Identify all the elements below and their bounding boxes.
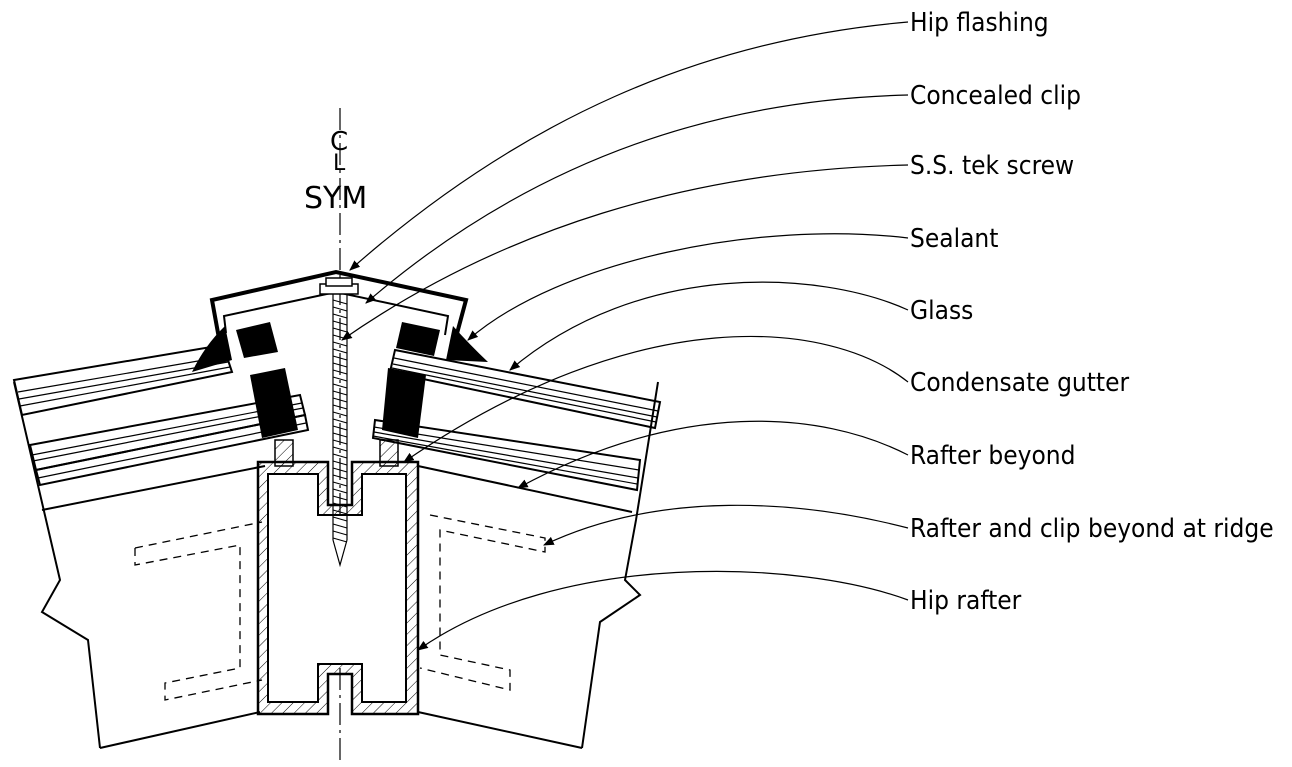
screw-thread: [332, 474, 348, 480]
label-concealed-clip: Concealed clip: [910, 81, 1081, 111]
screw-thread: [332, 495, 348, 501]
leader-hip-flashing: [349, 21, 909, 271]
screw-thread: [332, 530, 348, 536]
right-glass-upper: [388, 348, 662, 430]
screw-thread: [332, 348, 348, 354]
screw-thread: [332, 509, 348, 515]
leader-rafter-beyond: [517, 420, 909, 489]
screw-thread: [332, 453, 348, 459]
label-hip-rafter: Hip rafter: [910, 586, 1022, 616]
callout-labels: Hip flashing Concealed clip S.S. tek scr…: [910, 8, 1274, 616]
label-hip-flashing: Hip flashing: [910, 8, 1049, 38]
leader-hip-rafter: [417, 570, 909, 651]
left-rafter-bottom-edge: [99, 711, 261, 749]
hip-rafter-inner: [267, 473, 407, 703]
left-rafter-beyond: [12, 343, 310, 749]
left-spacer: [250, 368, 298, 438]
leader-concealed-clip: [365, 94, 909, 304]
left-sealant: [192, 326, 232, 372]
hip-flashing-line: [209, 269, 469, 356]
right-rafter-top-edge: [417, 465, 633, 513]
leader-condensate-gutter: [403, 335, 909, 463]
screw-thread: [332, 488, 348, 494]
cl-c-letter: C: [330, 127, 348, 157]
screw-thread: [332, 523, 348, 529]
leader-glass: [509, 281, 909, 371]
leaders: [341, 21, 909, 651]
label-glass: Glass: [910, 296, 973, 326]
screw-thread: [332, 313, 348, 319]
screw-thread: [332, 369, 348, 375]
right-clip-beyond: [419, 514, 546, 691]
right-rafter-beyond: [371, 348, 662, 749]
right-glass-lower: [371, 418, 642, 492]
label-condensate-gutter: Condensate gutter: [910, 368, 1129, 398]
screw-thread: [332, 467, 348, 473]
right-spacer: [382, 368, 426, 438]
screw-thread: [332, 404, 348, 410]
screw-thread: [332, 432, 348, 438]
label-ss-tek-screw: S.S. tek screw: [910, 151, 1074, 181]
left-break-line: [13, 381, 101, 749]
right-rafter-bottom-edge: [417, 711, 583, 749]
label-sealant: Sealant: [910, 224, 998, 254]
cl-l-letter: L: [333, 151, 346, 176]
label-rafter-clip-ridge: Rafter and clip beyond at ridge: [910, 514, 1274, 544]
leader-sealant: [467, 233, 909, 341]
sym-text: SYM: [304, 181, 367, 216]
screw-thread: [332, 460, 348, 466]
left-rafter-top-edge: [41, 465, 266, 511]
leader-rafter-clip-ridge: [543, 504, 909, 546]
right-sealant: [446, 326, 488, 362]
screw-thread: [332, 376, 348, 382]
screw-thread: [332, 299, 348, 305]
screw-thread: [332, 411, 348, 417]
tek-screw-shape: [319, 277, 359, 568]
screw-thread: [332, 355, 348, 361]
left-gasket: [236, 322, 278, 358]
left-glass-lower-b: [34, 413, 310, 487]
hip-flashing-shape: [192, 269, 488, 467]
screw-thread: [332, 446, 348, 452]
screw-thread: [332, 320, 348, 326]
label-rafter-beyond: Rafter beyond: [910, 441, 1075, 471]
screw-thread: [332, 383, 348, 389]
screw-threads: [332, 299, 348, 543]
leader-ss-tek-screw: [341, 164, 909, 341]
screw-thread: [332, 362, 348, 368]
screw-thread: [332, 502, 348, 508]
screw-thread: [332, 390, 348, 396]
screw-thread: [332, 516, 348, 522]
screw-thread: [332, 341, 348, 347]
left-glass-upper: [12, 343, 234, 417]
hip-rafter-shape: [256, 460, 420, 716]
right-gasket: [396, 322, 440, 356]
screw-thread: [332, 439, 348, 445]
screw-thread: [332, 537, 348, 543]
screw-thread: [332, 425, 348, 431]
centerline-symbol: C L SYM: [304, 108, 367, 765]
screw-thread: [332, 481, 348, 487]
screw-thread: [332, 306, 348, 312]
right-break-line: [581, 381, 659, 749]
left-clip-beyond: [134, 544, 263, 701]
screw-thread: [332, 418, 348, 424]
screw-thread: [332, 397, 348, 403]
